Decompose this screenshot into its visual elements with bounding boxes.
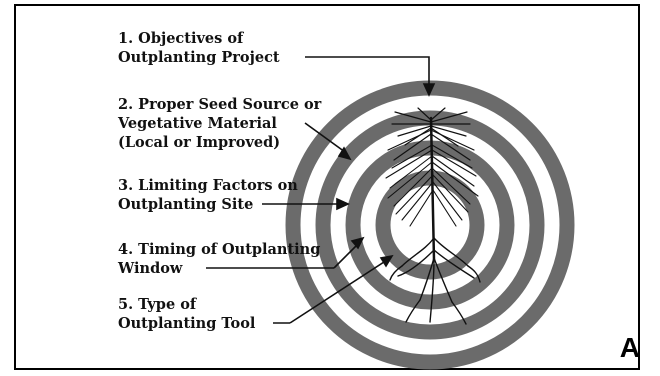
leader-lines [206,56,436,324]
label-objectives: 1. Objectives of Outplanting Project [118,29,280,67]
label-limiting-factors-line2: Outplanting Site [118,196,254,213]
label-outplanting-tool-line2: Outplanting Tool [118,315,256,332]
label-outplanting-tool: 5. Type of Outplanting Tool [118,295,255,333]
label-objectives-line2: Outplanting Project [118,49,280,66]
label-objectives-line1: 1. Objectives of [118,30,244,47]
label-seed-source-line3: (Local or Improved) [118,134,281,151]
label-limiting-factors: 3. Limiting Factors on Outplanting Site [118,176,298,214]
label-limiting-factors-line1: 3. Limiting Factors on [118,177,298,194]
label-outplanting-tool-line1: 5. Type of [118,296,197,313]
ring-4-timing-window [375,170,485,280]
label-timing-window-line1: 4. Timing of Outplanting [118,241,321,258]
label-seed-source: 2. Proper Seed Source or Vegetative Mate… [118,95,321,152]
ring-3-limiting-factors [345,140,515,310]
label-timing-window-line2: Window [118,260,183,277]
label-seed-source-line1: 2. Proper Seed Source or [118,96,322,113]
label-seed-source-line2: Vegetative Material [118,115,277,132]
seedling-illustration [385,107,481,325]
panel-letter: A [619,332,640,363]
label-timing-window: 4. Timing of Outplanting Window [118,240,320,278]
